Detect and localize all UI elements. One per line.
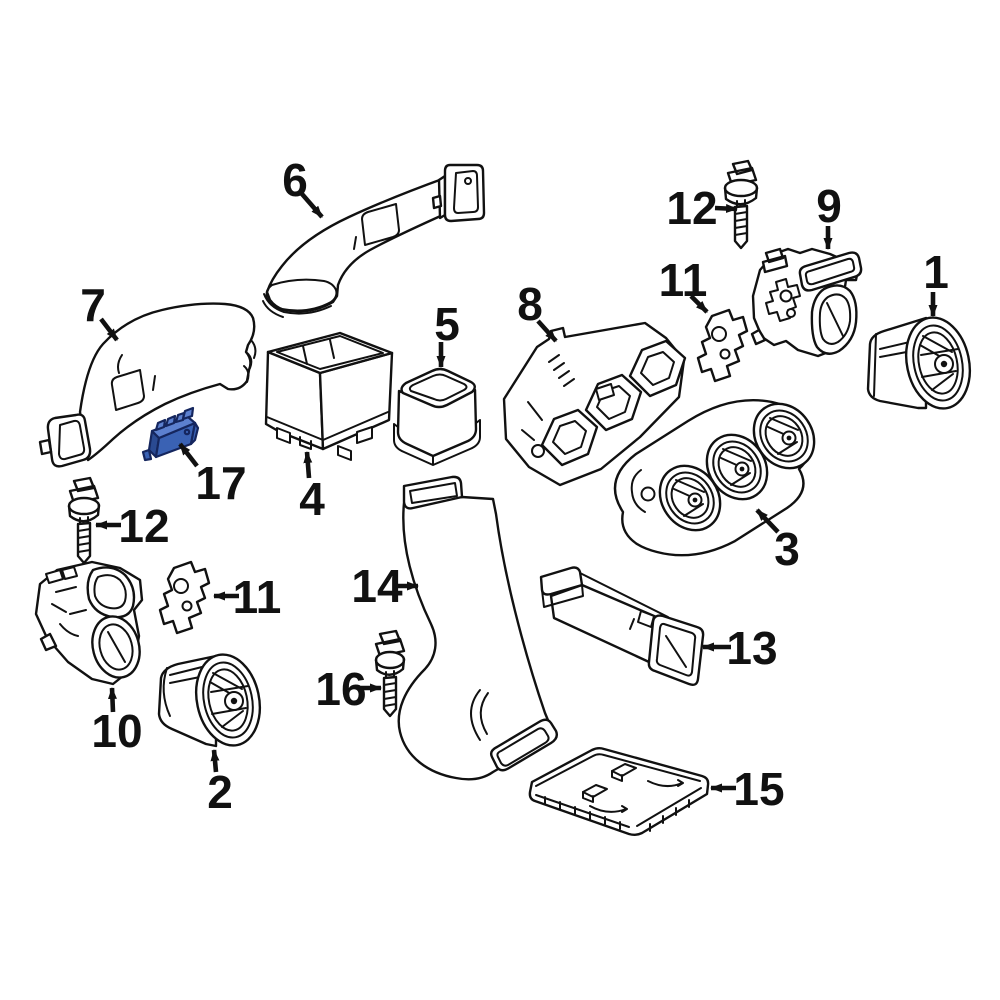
callout-10-arrow	[107, 687, 117, 713]
callout-1-label: 1	[923, 246, 949, 298]
callout-8-arrow	[536, 319, 558, 343]
callout-10-label: 10	[91, 705, 142, 757]
callout-17-label: 17	[195, 457, 246, 509]
part-4-distribution-box	[264, 331, 394, 461]
part-8-vent-housing	[502, 321, 687, 487]
part-6-upper-duct	[262, 163, 486, 318]
part-11-bracket-left	[158, 560, 211, 635]
callout-2-arrow	[210, 749, 220, 773]
callout-16-label: 16	[315, 663, 366, 715]
callout-3-arrow	[755, 508, 780, 534]
part-16-sensor	[374, 629, 406, 718]
callout-9-label: 9	[816, 180, 842, 232]
part-11-bracket-top	[696, 308, 749, 383]
callout-7-arrow	[99, 317, 119, 342]
callout-4-label: 4	[299, 473, 325, 525]
callout-11-label: 11	[233, 571, 282, 623]
callout-5-label: 5	[434, 298, 460, 350]
callout-11-label: 11	[659, 254, 708, 306]
callout-12-arrow	[714, 204, 738, 213]
part-3-triple-vent-cluster	[613, 399, 816, 557]
callout-8-label: 8	[517, 278, 543, 330]
part-14-floor-duct	[397, 475, 559, 781]
part-15-duct-tray	[528, 747, 710, 836]
part-1-round-vent	[866, 316, 971, 410]
part-17-highlighted-sensor	[141, 406, 200, 462]
part-12-sensor-top	[723, 159, 759, 250]
callout-7-label: 7	[80, 279, 106, 331]
callout-17-arrow	[178, 442, 199, 468]
callout-2-label: 2	[207, 766, 233, 818]
part-5-adapter-box	[393, 367, 481, 466]
part-7-left-duct	[38, 302, 257, 468]
part-12-sensor-left	[67, 476, 101, 565]
part-13-console-duct	[539, 566, 705, 687]
callout-4-arrow	[303, 451, 313, 479]
callout-11-arrow	[689, 294, 709, 314]
part-9-actuator-assembly	[750, 247, 863, 358]
part-10-vent-bracket	[34, 560, 144, 686]
part-2-round-vent	[157, 653, 261, 748]
callout-12-label: 12	[666, 182, 717, 234]
callout-3-label: 3	[774, 523, 800, 575]
callout-12-label: 12	[118, 500, 169, 552]
callout-13-label: 13	[726, 622, 777, 674]
callout-15-label: 15	[733, 763, 784, 815]
callout-6-arrow	[300, 192, 324, 219]
callout-14-label: 14	[351, 560, 403, 612]
callout-6-label: 6	[282, 154, 308, 206]
